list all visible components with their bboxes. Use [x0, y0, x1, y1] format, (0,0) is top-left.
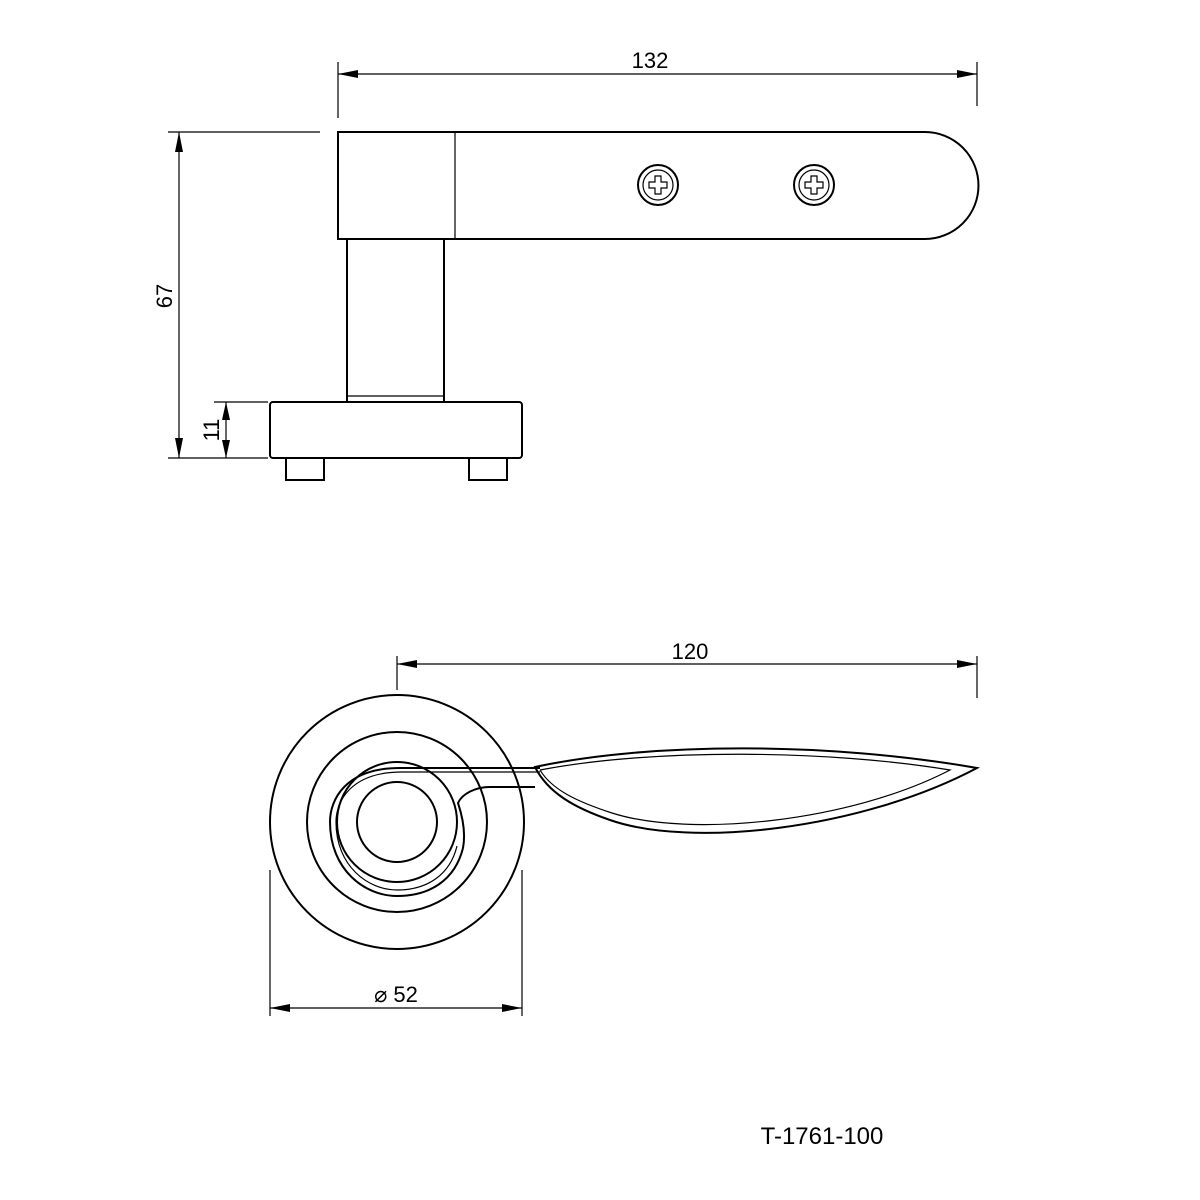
spindle-boss [356, 781, 438, 863]
dim-label-diameter-52: ⌀ 52 [374, 982, 418, 1007]
lever-spiral-inner [335, 771, 540, 891]
lever-handle [337, 131, 980, 240]
rose-inner-ring [336, 761, 458, 883]
dim-label-120: 120 [672, 639, 709, 664]
dimension-11: 11 [199, 401, 268, 458]
lever-blade-inner [539, 753, 952, 826]
dim-label-67: 67 [152, 284, 177, 308]
side-view: 132 67 11 [152, 48, 980, 481]
dim-label-11: 11 [199, 419, 224, 442]
rose-outer-ring [269, 694, 525, 950]
rose-foot-right [468, 457, 508, 481]
lever-spiral [328, 767, 540, 898]
lever-neck [346, 238, 445, 403]
dim-label-132: 132 [632, 48, 669, 73]
rose-foot-left [285, 457, 325, 481]
rose-middle-ring [306, 731, 488, 913]
top-view: 120 ⌀ 52 [269, 639, 981, 1016]
dimension-diameter-52: ⌀ 52 [269, 870, 523, 1016]
dimension-132: 132 [337, 48, 978, 118]
part-number: T-1761-100 [761, 1123, 884, 1150]
lever-blade [533, 747, 981, 834]
screw-left [637, 164, 679, 206]
screw-right [793, 164, 835, 206]
dimension-67: 67 [152, 131, 320, 459]
dimension-120: 120 [396, 639, 978, 698]
rose-base [269, 401, 523, 459]
